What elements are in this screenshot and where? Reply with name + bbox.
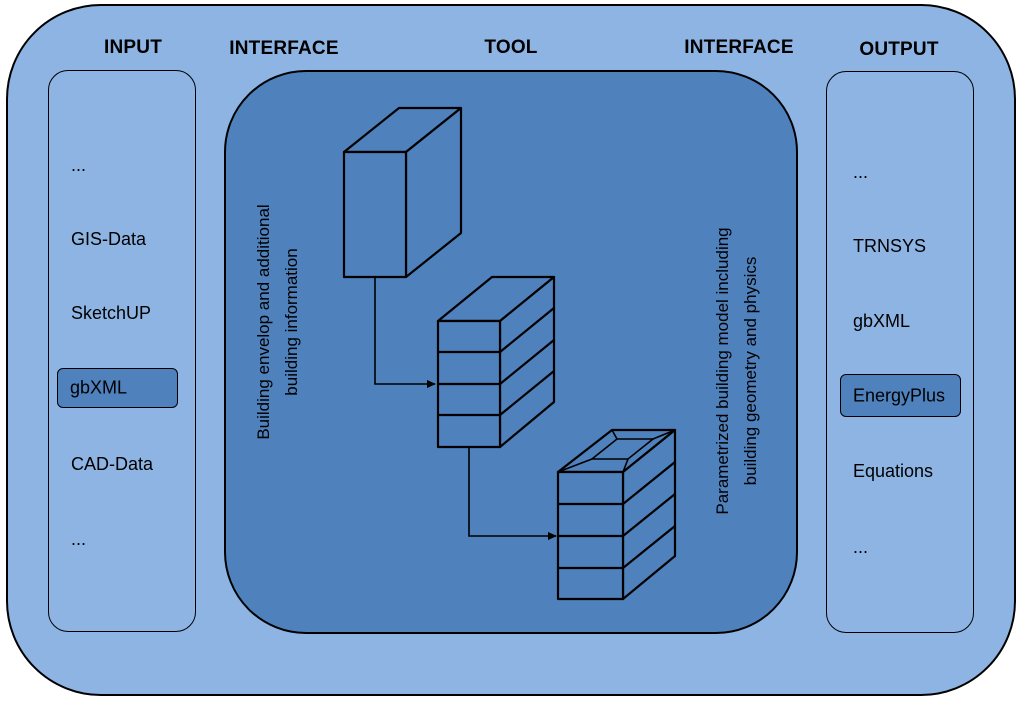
output-item-trnsys: TRNSYS: [853, 236, 927, 256]
input-item-ellipsis-top: ...: [71, 155, 87, 175]
heading-tool: TOOL: [484, 37, 538, 58]
output-item-ellipsis-top: ...: [853, 162, 869, 182]
output-panel: ... TRNSYS gbXML EnergyPlus Equations ..…: [826, 71, 974, 633]
heading-interface-right: INTERFACE: [684, 37, 794, 58]
input-item-gbxml-selected: gbXML: [57, 368, 178, 408]
input-item-gbxml-label: gbXML: [70, 377, 128, 398]
output-item-energyplus-label: EnergyPlus: [853, 385, 946, 405]
output-item-ellipsis-bottom: ...: [853, 537, 869, 557]
input-item-ellipsis-bottom: ...: [71, 529, 87, 549]
input-item-gis-data: GIS-Data: [71, 229, 147, 249]
layered-building-box: [436, 275, 556, 449]
input-panel: ... GIS-Data SketchUP gbXML CAD-Data ...: [48, 70, 196, 632]
arrow-envelope-to-model: [374, 277, 436, 388]
roof-icon: [557, 429, 676, 473]
output-item-gbxml: gbXML: [853, 311, 911, 331]
heading-output: OUTPUT: [859, 39, 939, 60]
output-item-equations: Equations: [853, 461, 934, 481]
building-envelope-box: [342, 106, 463, 279]
input-item-cad-data: CAD-Data: [71, 454, 154, 474]
input-item-sketchup: SketchUP: [71, 303, 152, 323]
heading-input: INPUT: [104, 37, 162, 58]
arrow-model-to-parametrized: [468, 447, 557, 540]
heading-interface-left: INTERFACE: [229, 38, 339, 59]
output-item-energyplus-selected: EnergyPlus: [840, 374, 961, 417]
parametrized-building-box: [556, 428, 677, 601]
